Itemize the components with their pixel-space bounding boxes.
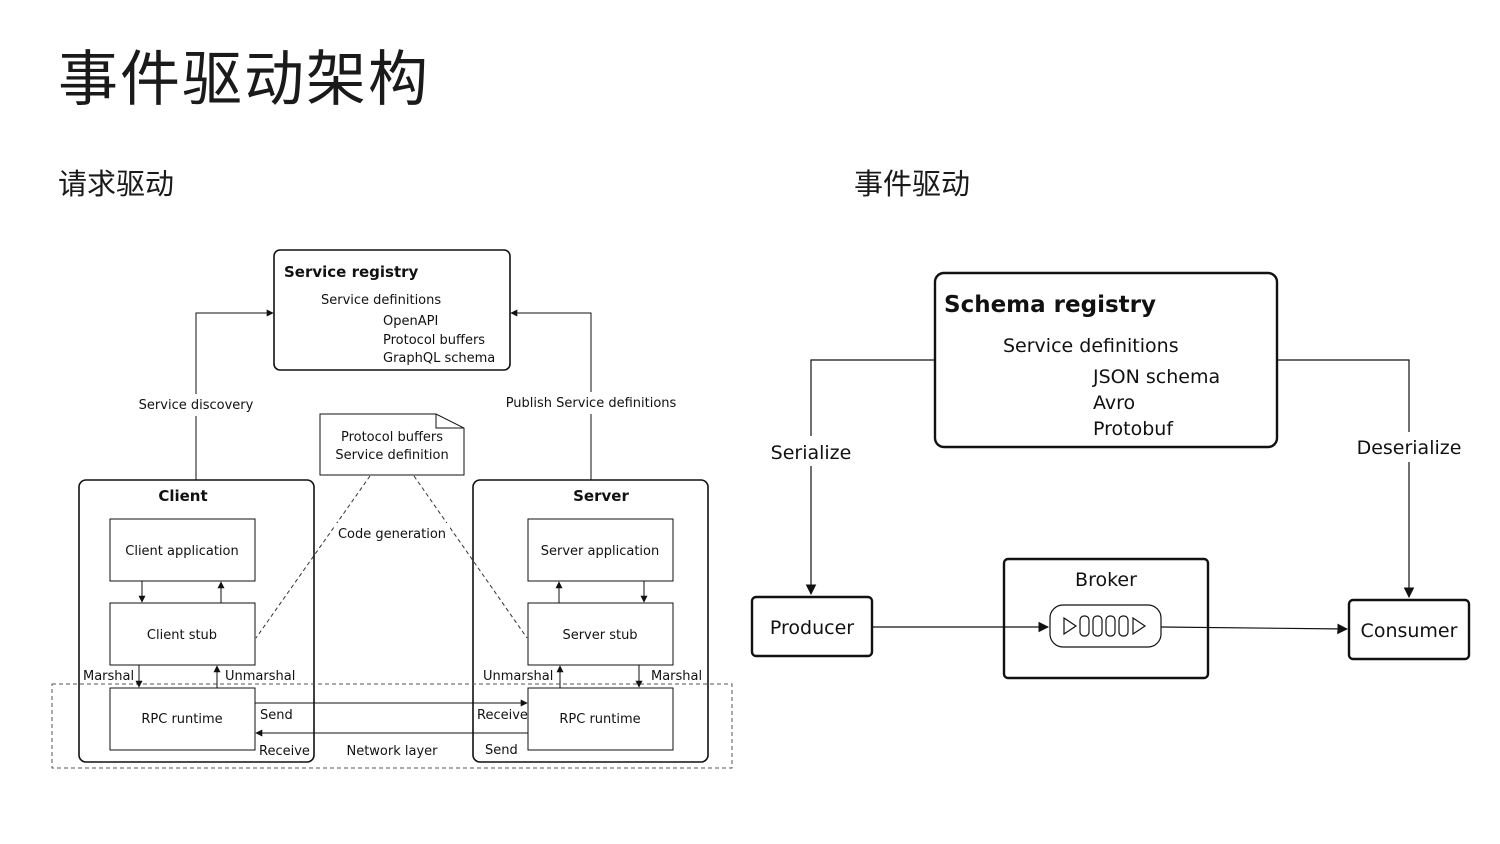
event-driven-diagram: Schema registry Service definitions JSON… [750,271,1471,680]
service-registry-item-protobuf: Protocol buffers [383,333,485,348]
server-marshal-label: Marshal [651,669,702,684]
protobuf-note [319,413,465,476]
request-driven-heading: 请求驱动 [58,167,175,201]
network-layer-label: Network layer [346,744,438,759]
server-stub-label: Server stub [562,628,637,643]
server-rpc-runtime-label: RPC runtime [559,712,640,727]
client-stub-box [109,602,256,666]
network-layer-box [51,683,733,769]
service-registry-title: Service registry [284,263,419,281]
service-discovery-arrow [195,309,274,480]
schema-registry-item-json: JSON schema [1092,366,1220,388]
request-driven-diagram: Service registry Service definitions Ope… [51,249,733,769]
server-application-label: Server application [541,544,659,559]
client-marshal-label: Marshal [83,669,134,684]
producer-label: Producer [770,617,854,639]
consumer-label: Consumer [1361,620,1458,642]
schema-registry-item-avro: Avro [1093,392,1135,414]
server-rpc-runtime-box [527,687,674,751]
server-receive-label: Receive [477,708,528,723]
server-send-label: Send [485,743,518,758]
publish-definitions-label: Publish Service definitions [506,396,677,411]
consumer-box [1347,598,1471,661]
client-application-label: Client application [125,544,238,559]
client-receive-label: Receive [259,744,310,759]
service-registry-definitions-label: Service definitions [321,293,441,308]
client-application-box [109,518,256,582]
client-rpc-runtime-box [109,687,256,751]
server-application-box [527,518,674,582]
event-driven-heading: 事件驱动 [854,167,971,201]
client-stub-label: Client stub [147,628,217,643]
server-unmarshal-label: Unmarshal [483,669,553,684]
schema-registry-title: Schema registry [944,292,1156,318]
schema-registry-box [933,271,1279,449]
client-unmarshal-label: Unmarshal [225,669,295,684]
deserialize-label: Deserialize [1357,437,1462,459]
serialize-arrow [805,359,934,596]
server-stub-box [527,602,674,666]
serialize-label: Serialize [771,442,852,464]
page-title: 事件驱动架构 [58,45,430,115]
protobuf-note-line2: Service definition [335,448,448,463]
client-rpc-runtime-label: RPC runtime [141,712,222,727]
client-title: Client [158,487,207,505]
schema-registry-definitions-label: Service definitions [1003,335,1179,357]
broker-label: Broker [1075,569,1137,591]
server-container [472,479,709,763]
client-container [78,479,315,763]
service-registry-item-openapi: OpenAPI [383,314,438,329]
broker-to-consumer-arrow [1160,623,1349,635]
server-title: Server [573,487,629,505]
publish-definitions-arrow [510,309,592,480]
service-registry-item-graphql: GraphQL schema [383,351,495,366]
protobuf-note-line1: Protocol buffers [341,430,443,445]
client-send-label: Send [260,708,293,723]
queue-items-icon [1063,615,1147,637]
schema-registry-item-protobuf: Protobuf [1093,418,1174,440]
service-registry-box [273,249,511,371]
deserialize-arrow [1278,359,1415,599]
code-generation-label: Code generation [338,527,446,542]
service-discovery-label: Service discovery [139,398,254,413]
